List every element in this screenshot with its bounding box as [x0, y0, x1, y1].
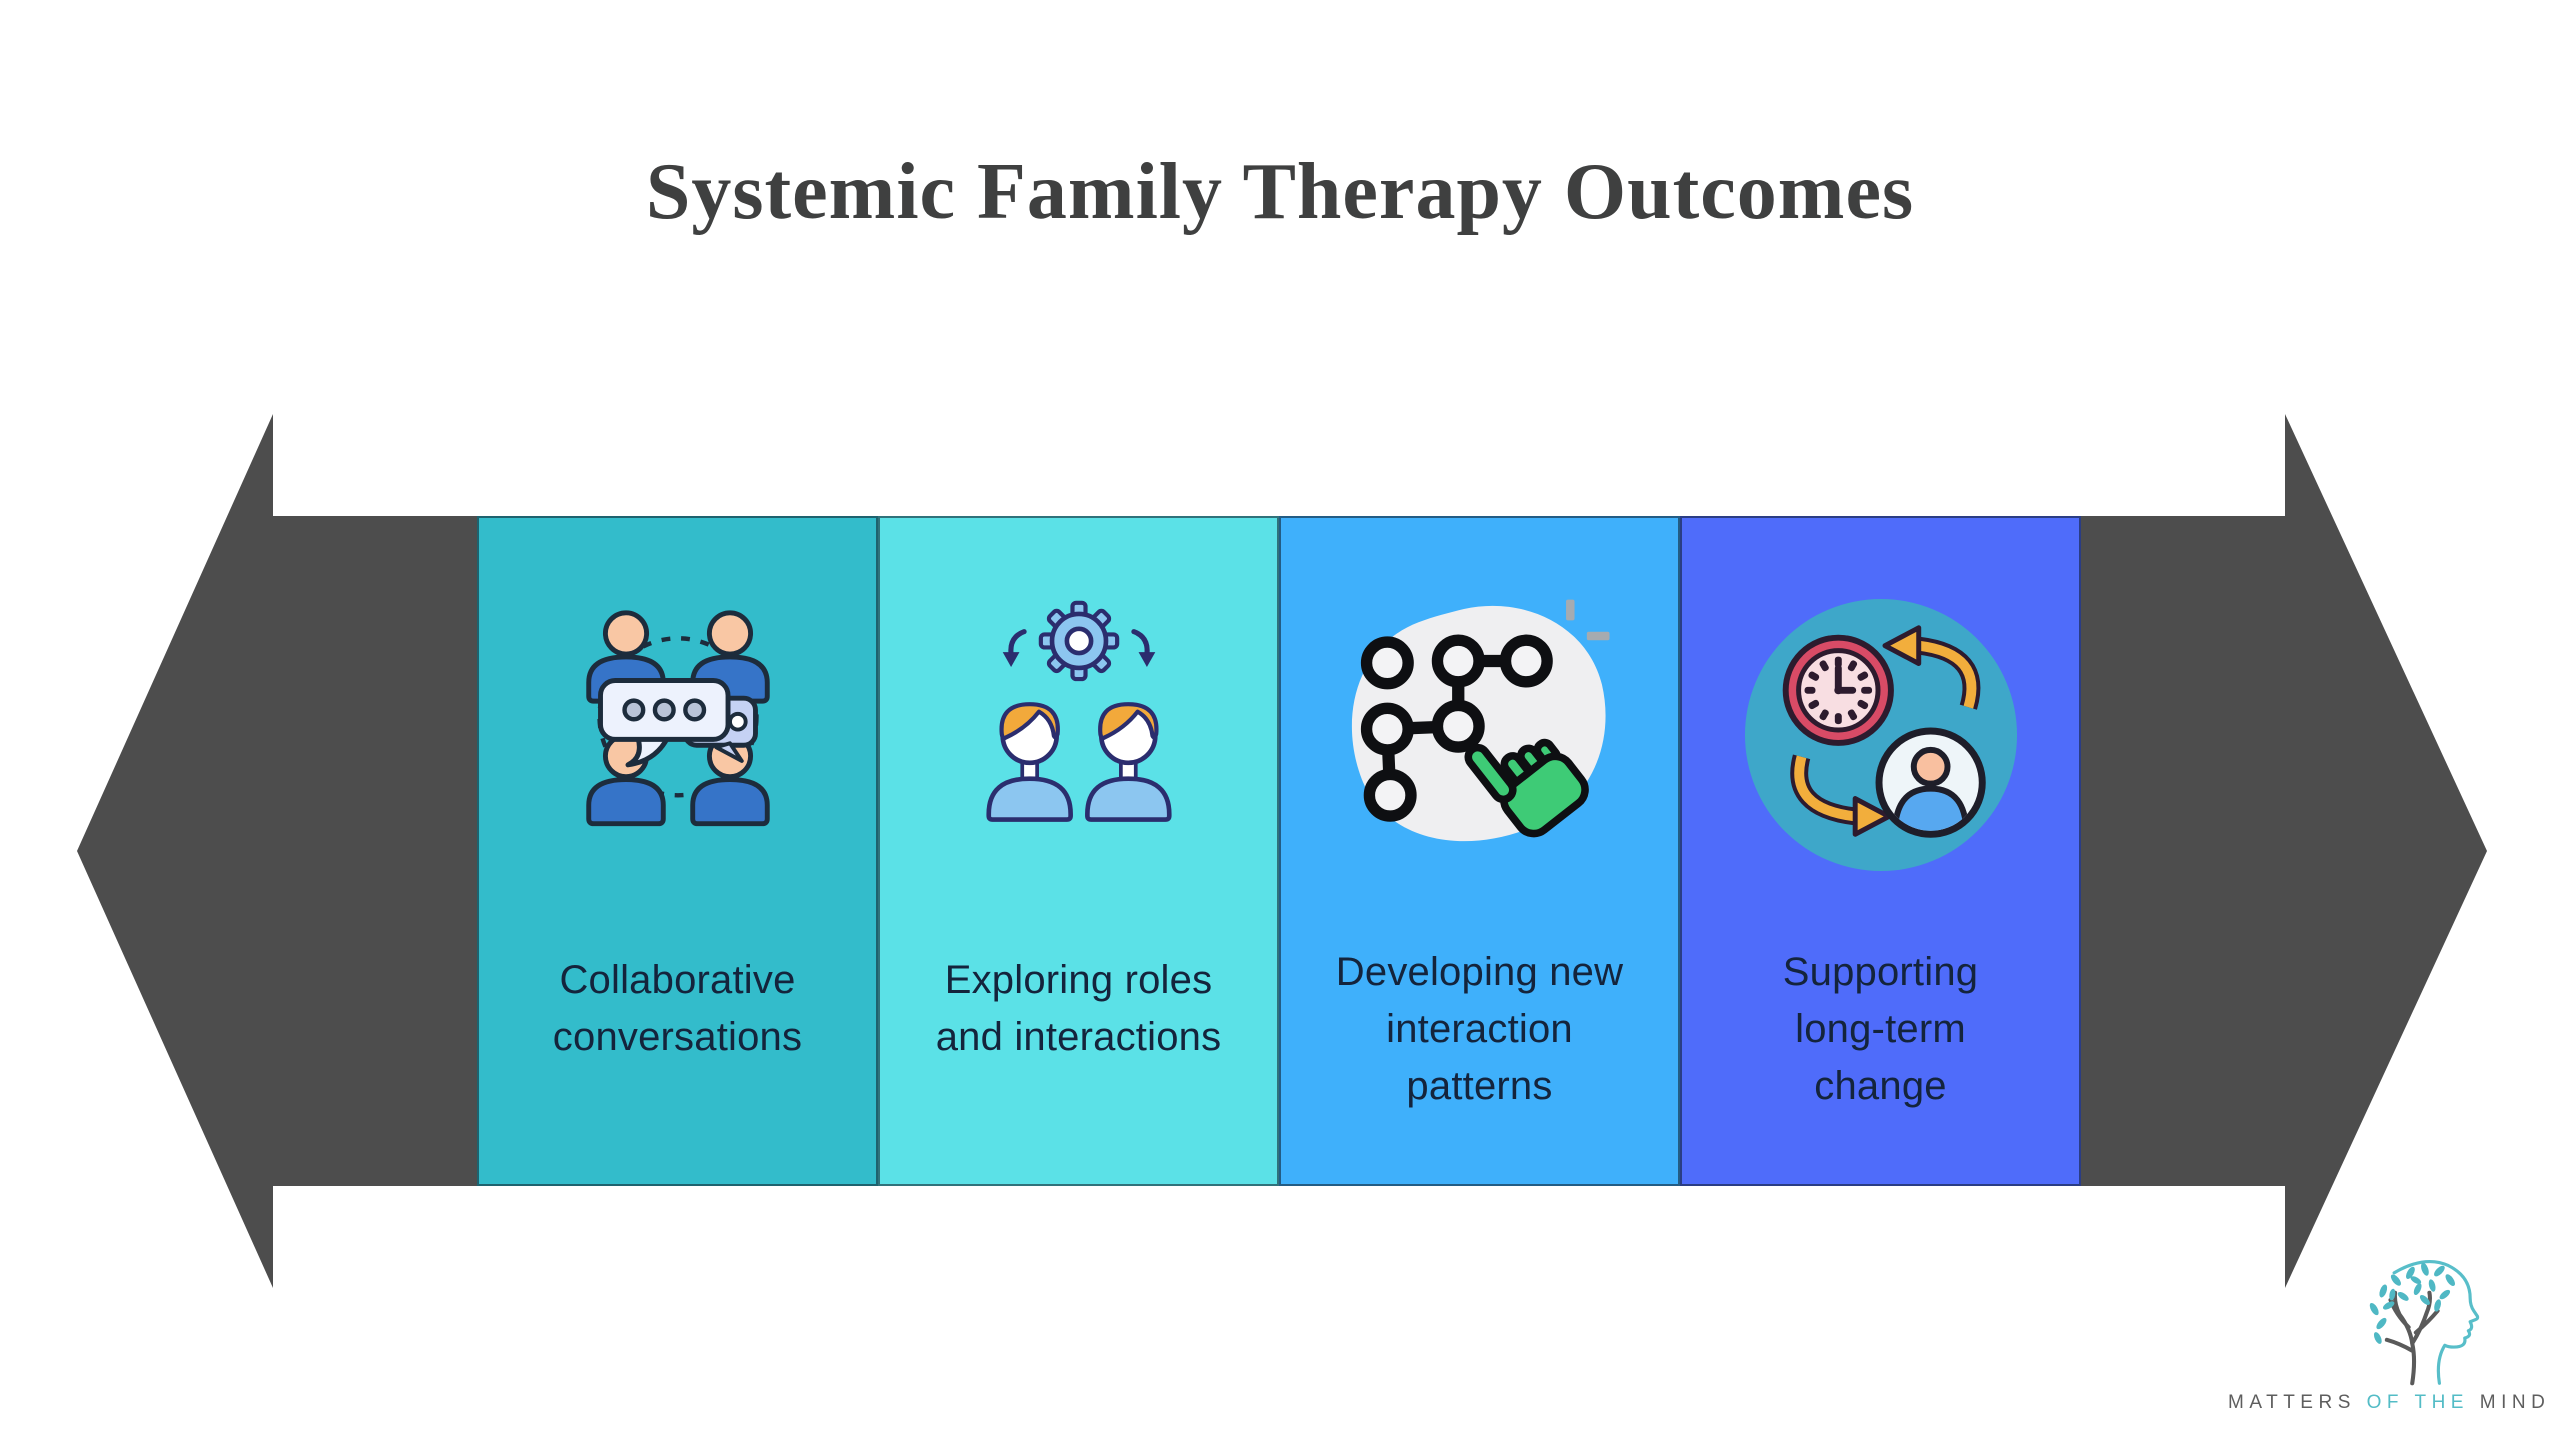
- cycle-arrow-top: [1881, 625, 1980, 710]
- bust-left: [985, 702, 1073, 822]
- clock: [1782, 634, 1894, 746]
- pattern-click-hand-icon: [1351, 599, 1610, 842]
- outcome-panels: Collaborative conversations: [477, 516, 2081, 1186]
- accent-dash-horizontal: [1586, 631, 1610, 641]
- panel-long-term-change: Supporting long-term change: [1680, 516, 2081, 1186]
- brand-word-of-the: OF THE: [2366, 1392, 2469, 1413]
- group-conversation-icon: [585, 610, 770, 827]
- page-title: Systemic Family Therapy Outcomes: [645, 148, 1915, 236]
- person-badge: [1875, 727, 1986, 838]
- panel-label: Developing new interaction patterns: [1335, 950, 1624, 1108]
- panel-label: Collaborative conversations: [552, 958, 803, 1059]
- head-profile-icon: [2392, 1259, 2480, 1385]
- arrow-down-right: [1130, 629, 1155, 667]
- brand-wordmark: MATTERS OF THE MIND: [2228, 1392, 2550, 1414]
- arrow-down-left: [1002, 629, 1027, 667]
- cycle-arrow-bottom: [1789, 754, 1891, 837]
- people-gear-icon: [985, 600, 1172, 822]
- brand-word-matters: MATTERS: [2228, 1392, 2356, 1413]
- accent-dash-vertical: [1565, 599, 1575, 621]
- panel-label: Exploring roles and interactions: [935, 958, 1222, 1059]
- click-hand: [1464, 738, 1589, 838]
- panel-exploring-roles: Exploring roles and interactions: [878, 516, 1279, 1186]
- panel-label: Supporting long-term change: [1782, 950, 1979, 1108]
- panel-new-interaction-patterns: Developing new interaction patterns: [1279, 516, 1680, 1186]
- pattern-nodes: [1360, 634, 1553, 822]
- bust-right: [1084, 702, 1172, 822]
- matters-of-the-mind-logo: [2369, 1259, 2480, 1386]
- gear: [1038, 600, 1119, 682]
- time-person-cycle-icon: [1744, 598, 2017, 872]
- icon-circle-background: [1744, 598, 2017, 872]
- panel-collaborative-conversations: Collaborative conversations: [477, 516, 878, 1186]
- person-bottom-left: [585, 732, 666, 827]
- chat-bubble-front: [597, 678, 730, 768]
- tree-icon: [2369, 1262, 2455, 1386]
- brand-word-mind: MIND: [2479, 1392, 2551, 1413]
